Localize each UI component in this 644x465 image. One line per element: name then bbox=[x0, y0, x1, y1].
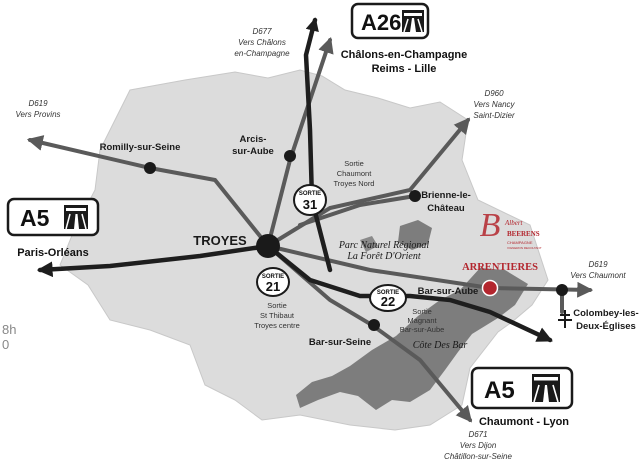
town-dot-colombey bbox=[556, 284, 568, 296]
town-dot-bar-seine bbox=[368, 319, 380, 331]
destination-name: ARRENTIERES bbox=[462, 262, 538, 273]
d671-label: D671 Vers Dijon Châtillon-sur-Seine bbox=[444, 430, 512, 461]
park-name-2: La Forêt D'Orient bbox=[346, 251, 420, 262]
town-arcis-2: sur-Aube bbox=[232, 146, 274, 157]
svg-text:Châtillon-sur-Seine: Châtillon-sur-Seine bbox=[444, 452, 512, 461]
svg-text:Bar-sur-Aube: Bar-sur-Aube bbox=[400, 325, 445, 334]
town-dot-brienne bbox=[409, 190, 421, 202]
svg-text:en-Champagne: en-Champagne bbox=[234, 49, 290, 58]
svg-text:CHAMPAGNE: CHAMPAGNE bbox=[507, 240, 533, 245]
svg-text:B: B bbox=[480, 207, 501, 244]
svg-text:St Thibaut: St Thibaut bbox=[260, 311, 295, 320]
road-d619-east bbox=[266, 244, 594, 298]
svg-text:D677: D677 bbox=[252, 27, 272, 36]
highways bbox=[36, 17, 553, 343]
a26-destination-2: Reims - Lille bbox=[372, 63, 437, 75]
svg-text:31: 31 bbox=[303, 197, 317, 212]
svg-text:A5: A5 bbox=[20, 205, 50, 231]
town-troyes: TROYES bbox=[193, 233, 247, 248]
svg-text:Troyes centre: Troyes centre bbox=[254, 321, 300, 330]
svg-text:Vers Dijon: Vers Dijon bbox=[460, 441, 497, 450]
svg-text:D960: D960 bbox=[484, 89, 504, 98]
svg-text:Troyes Nord: Troyes Nord bbox=[334, 179, 375, 188]
d619-west-label: D619 Vers Provins bbox=[15, 99, 60, 119]
svg-text:Sortie: Sortie bbox=[267, 301, 287, 310]
road-d619-west bbox=[26, 135, 270, 248]
sortie-21-description: Sortie St Thibaut Troyes centre bbox=[254, 301, 300, 330]
town-romilly: Romilly-sur-Seine bbox=[100, 142, 181, 153]
town-arcis-1: Arcis- bbox=[240, 134, 267, 145]
highway-a5-east bbox=[265, 243, 553, 343]
d619-east-label: D619 Vers Chaumont bbox=[570, 260, 626, 280]
sortie-31-description: Sortie Chaumont Troyes Nord bbox=[334, 159, 375, 188]
sortie-31-badge[interactable]: SORTIE 31 bbox=[293, 184, 327, 216]
svg-text:Albert: Albert bbox=[504, 219, 524, 227]
svg-text:A5: A5 bbox=[484, 377, 515, 404]
svg-text:D671: D671 bbox=[468, 430, 487, 439]
cross-of-lorraine-icon bbox=[558, 310, 572, 328]
svg-text:21: 21 bbox=[266, 279, 280, 294]
edge-text-1: 8h bbox=[2, 322, 16, 337]
highway-a26 bbox=[303, 17, 333, 273]
town-colombey-1: Colombey-les- bbox=[573, 308, 638, 319]
town-dot-arcis bbox=[284, 150, 296, 162]
highway-a5-west bbox=[36, 243, 271, 278]
park-name-1: Parc Naturel Régional bbox=[338, 240, 430, 251]
town-dot-romilly bbox=[144, 162, 156, 174]
motorway-icon bbox=[402, 10, 424, 33]
svg-text:Chaumont: Chaumont bbox=[337, 169, 373, 178]
albert-beerens-logo: B Albert BEERENS CHAMPAGNE VIGNERON RECO… bbox=[480, 207, 542, 250]
a5-west-destination: Paris-Orléans bbox=[17, 247, 89, 259]
svg-text:VIGNERON RECOLTANT: VIGNERON RECOLTANT bbox=[507, 246, 542, 250]
svg-text:Sortie: Sortie bbox=[344, 159, 364, 168]
road-d960 bbox=[266, 117, 471, 248]
road-brienne bbox=[298, 194, 417, 227]
motorway-icon bbox=[532, 374, 560, 403]
svg-text:Vers Nancy: Vers Nancy bbox=[473, 100, 515, 109]
town-brienne-1: Brienne-le- bbox=[421, 190, 471, 201]
sortie-22-description: Sortie Magnant Bar-sur-Aube bbox=[400, 307, 445, 334]
svg-text:D619: D619 bbox=[28, 99, 48, 108]
svg-text:D619: D619 bbox=[588, 260, 608, 269]
a5-east-destination: Chaumont - Lyon bbox=[479, 416, 569, 428]
a5-east-badge[interactable]: A5 bbox=[470, 366, 574, 410]
sortie-22-badge[interactable]: SORTIE 22 bbox=[369, 284, 407, 312]
svg-text:22: 22 bbox=[381, 294, 395, 309]
svg-text:Magnant: Magnant bbox=[407, 316, 437, 325]
d677-label: D677 Vers Châlons en-Champagne bbox=[234, 27, 290, 58]
a26-badge[interactable]: A26 bbox=[350, 2, 430, 40]
forest-area bbox=[296, 268, 528, 410]
town-bar-sur-seine: Bar-sur-Seine bbox=[309, 337, 371, 348]
svg-text:SORTIE: SORTIE bbox=[299, 191, 321, 197]
edge-text-2: 0 bbox=[2, 337, 9, 352]
svg-text:Vers Chaumont: Vers Chaumont bbox=[570, 271, 626, 280]
town-bar-sur-aube: Bar-sur-Aube bbox=[418, 286, 479, 297]
svg-text:Saint-Dizier: Saint-Dizier bbox=[473, 111, 515, 120]
motorway-icon bbox=[64, 205, 88, 230]
svg-text:SORTIE: SORTIE bbox=[262, 274, 284, 280]
svg-text:BEERENS: BEERENS bbox=[507, 230, 540, 238]
svg-text:SORTIE: SORTIE bbox=[377, 290, 399, 296]
cote-des-bar-label: Côte Des Bar bbox=[413, 340, 468, 351]
d960-label: D960 Vers Nancy Saint-Dizier bbox=[473, 89, 515, 120]
sortie-21-badge[interactable]: SORTIE 21 bbox=[256, 267, 290, 297]
svg-text:Vers Châlons: Vers Châlons bbox=[238, 38, 286, 47]
town-colombey-2: Deux-Églises bbox=[576, 321, 636, 332]
town-dot-troyes bbox=[256, 234, 280, 258]
a26-destination-1: Châlons-en-Champagne bbox=[341, 49, 468, 61]
forest-patch bbox=[398, 220, 432, 250]
svg-text:Sortie: Sortie bbox=[412, 307, 432, 316]
svg-text:A26: A26 bbox=[361, 10, 401, 35]
destination-pin bbox=[481, 279, 499, 297]
town-brienne-2: Château bbox=[427, 203, 465, 214]
a5-west-badge[interactable]: A5 bbox=[6, 197, 100, 237]
svg-text:Vers Provins: Vers Provins bbox=[15, 110, 60, 119]
forest-patch bbox=[360, 236, 378, 252]
